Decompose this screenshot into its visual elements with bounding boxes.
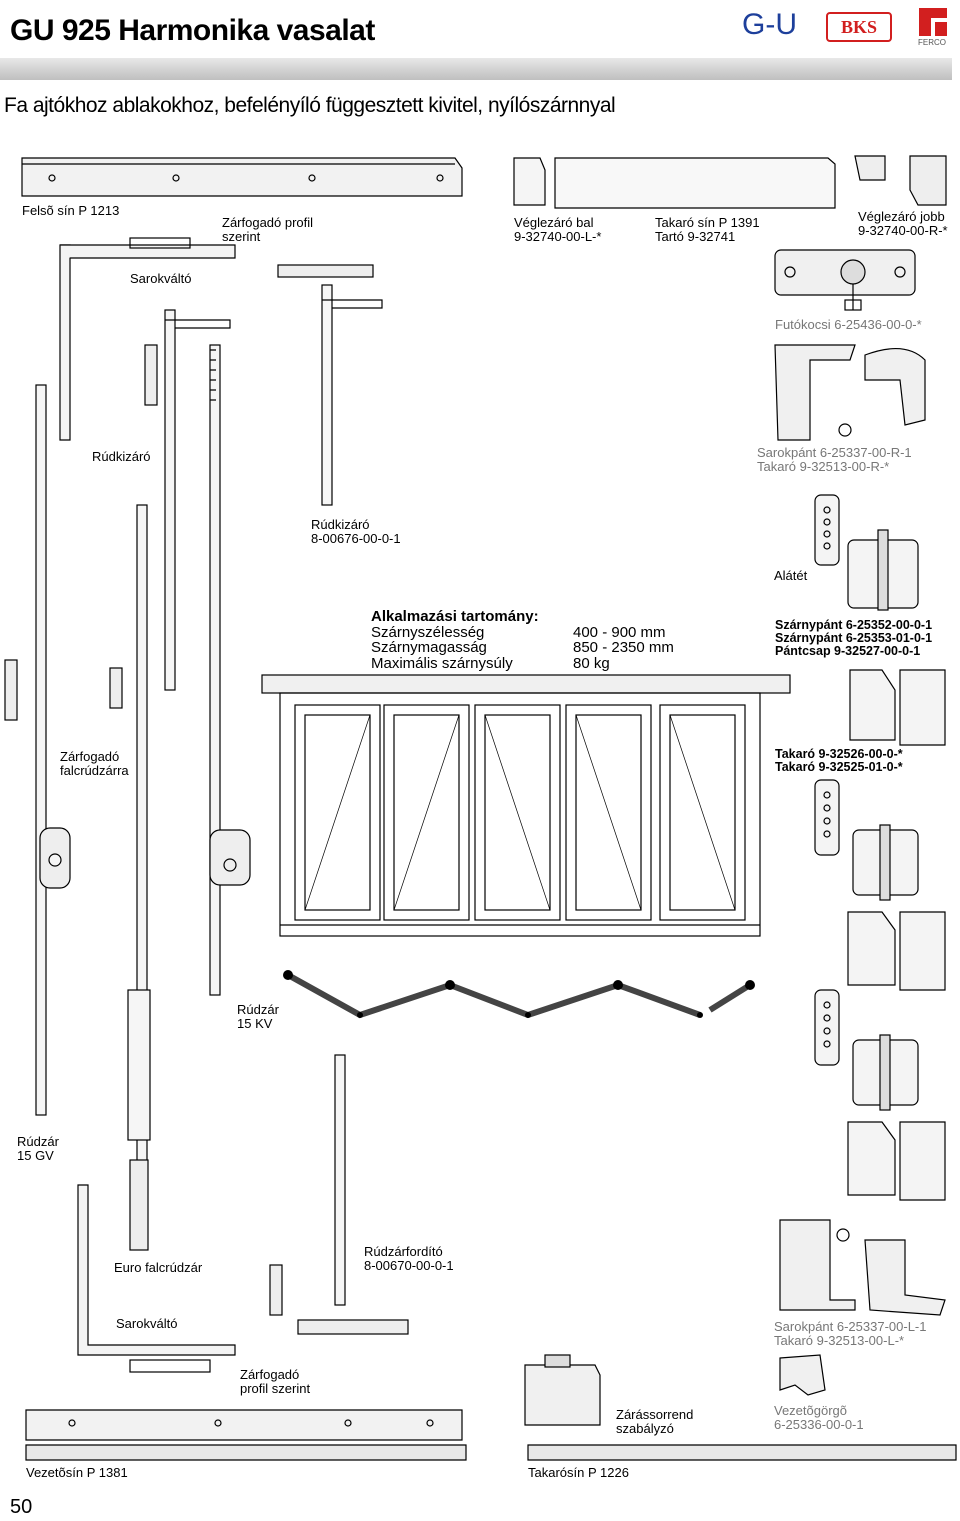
label-rudzarfordito-1: Rúdzárfordító <box>364 1244 443 1259</box>
label-szarnypant-1: Szárnypánt 6-25352-00-0-1 <box>775 618 933 632</box>
label-futokocsi: Futókocsi 6-25436-00-0-* <box>775 317 922 332</box>
range-row: Szárnymagasság 850 - 2350 mm <box>371 640 674 656</box>
cover-rail-drawing <box>554 157 836 209</box>
range-row: Szárnyszélesség 400 - 900 mm <box>371 623 674 641</box>
label-zarfogado-profil-b-1: Zárfogadó <box>240 1367 300 1382</box>
label-takaro-526: Takaró 9-32526-00-0-* <box>775 747 903 761</box>
label-takaro-525: Takaró 9-32525-01-0-* <box>775 760 903 774</box>
label-sarokvalto-top: Sarokváltó <box>130 271 192 286</box>
label-veglezaro-jobb-2: 9-32740-00-R-* <box>858 223 948 238</box>
range-row-value: 80 kg <box>573 654 610 672</box>
range-row: Maximális szárnysúly 80 kg <box>371 654 674 672</box>
label-rudzar-gv-1: Rúdzár <box>17 1134 59 1149</box>
label-vezetogorgo-2: 6-25336-00-0-1 <box>774 1417 864 1432</box>
corner-hinge-r-drawing <box>774 344 926 441</box>
label-szarnypant-2: Szárnypánt 6-25353-01-0-1 <box>775 631 933 645</box>
label-zarassorrend-2: szabályzó <box>616 1421 674 1436</box>
label-szarnypant-3: Pántcsap 9-32527-00-0-1 <box>775 644 921 658</box>
label-zarfogado-profil-2: szerint <box>222 229 261 244</box>
guide-roller-drawing <box>779 1354 826 1396</box>
label-vezetosin: Vezetõsín P 1381 <box>26 1465 128 1480</box>
label-felso-sin: Felsõ sín P 1213 <box>22 203 120 218</box>
sequence-regulator-drawing <box>524 1364 601 1426</box>
corner-switch-top <box>59 237 236 441</box>
label-takaro-sin-2: Tartó 9-32741 <box>655 229 736 244</box>
hinge-set-3 <box>814 989 919 1111</box>
hinge-covers-3 <box>847 1121 946 1201</box>
folding-plan-view <box>286 972 752 1019</box>
label-zarfogado-falc-1: Zárfogadó <box>60 749 120 764</box>
range-row-value: 400 - 900 mm <box>573 623 666 641</box>
bks-logo: BKS <box>826 12 892 42</box>
label-veglezaro-bal-2: 9-32740-00-L-* <box>514 229 602 244</box>
application-range: Alkalmazási tartomány: Szárnyszélesség 40… <box>371 609 674 671</box>
label-sarokpant-l-2: Takaró 9-32513-00-L-* <box>774 1333 905 1348</box>
page-subtitle: Fa ajtókhoz ablakokhoz, befelényíló függ… <box>4 94 616 117</box>
hinge-covers-1 <box>849 669 946 746</box>
label-sarokpant-l-1: Sarokpánt 6-25337-00-L-1 <box>774 1319 927 1334</box>
ferco-logo-icon <box>917 6 949 38</box>
label-sarokvalto-bottom: Sarokváltó <box>116 1316 178 1331</box>
end-cap-left-drawing <box>513 157 546 206</box>
label-sarokpant-r-2: Takaró 9-32513-00-R-* <box>757 459 890 474</box>
top-rail-drawing <box>21 157 463 197</box>
label-veglezaro-bal-1: Véglezáró bal <box>514 215 594 230</box>
label-zarfogado-profil-b-2: profil szerint <box>240 1381 311 1396</box>
label-rudzar-gv-2: 15 GV <box>17 1148 54 1163</box>
carriage-drawing <box>774 249 916 311</box>
ferco-logo-text: FERCO <box>918 38 946 47</box>
label-rudzar-kv-2: 15 KV <box>237 1016 273 1031</box>
label-rudkizaro-left: Rúdkizáró <box>92 449 151 464</box>
label-alatet: Alátét <box>774 568 808 583</box>
label-euro-falc: Euro falcrúdzár <box>114 1260 203 1275</box>
hinge-set-2 <box>814 779 919 901</box>
hinge-set-1 <box>814 494 919 611</box>
range-row-name: Maximális szárnysúly <box>371 654 513 672</box>
label-rudzar-kv-1: Rúdzár <box>237 1002 279 1017</box>
range-row-value: 850 - 2350 mm <box>573 639 674 656</box>
range-heading: Alkalmazási tartomány: <box>371 608 539 625</box>
end-cap-right-drawing <box>854 155 886 181</box>
cover-rail-bottom-drawing <box>527 1444 957 1461</box>
title-bar <box>0 58 952 80</box>
label-zarassorrend-1: Zárássorrend <box>616 1407 694 1422</box>
hinge-covers-2 <box>847 911 946 991</box>
page-number: 50 <box>10 1496 33 1518</box>
label-veglezaro-jobb-1: Véglezáró jobb <box>858 209 945 224</box>
label-takaro-sin-1: Takaró sín P 1391 <box>655 215 760 230</box>
rod-left <box>35 384 71 1116</box>
range-row-name: Szárnyszélesség <box>371 623 485 641</box>
guide-rail-drawing <box>25 1409 467 1461</box>
corner-hinge-l-drawing <box>779 1219 946 1316</box>
label-rudzarfordito-2: 8-00670-00-0-1 <box>364 1258 454 1273</box>
folding-door-elevation <box>261 674 791 937</box>
gu-logo: G-U <box>742 8 797 41</box>
label-rudkizaro-mid-2: 8-00676-00-0-1 <box>311 531 401 546</box>
label-zarfogado-falc-2: falcrúdzárra <box>60 763 129 778</box>
range-row-name: Szárnymagasság <box>371 639 487 656</box>
page-title: GU 925 Harmonika vasalat <box>10 14 375 47</box>
label-sarokpant-r-1: Sarokpánt 6-25337-00-R-1 <box>757 445 912 460</box>
label-takarosin: Takarósín P 1226 <box>528 1465 629 1480</box>
label-vezetogorgo-1: Vezetõgörgõ <box>774 1403 848 1418</box>
label-zarfogado-profil-1: Zárfogadó profil <box>222 215 314 230</box>
label-rudkizaro-mid-1: Rúdkizáró <box>311 517 370 532</box>
